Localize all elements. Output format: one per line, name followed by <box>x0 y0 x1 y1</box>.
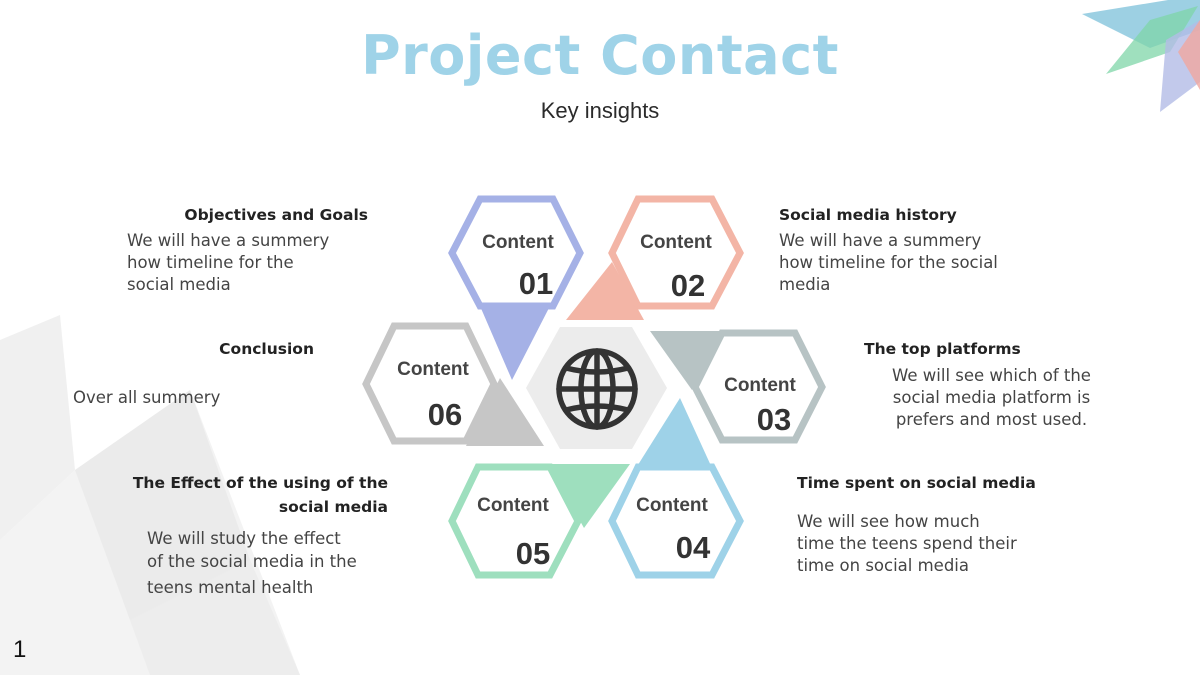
hexagon-04-number: 04 <box>676 530 711 565</box>
hexagon-03-number: 03 <box>757 402 791 437</box>
hexagon-05-label: Content <box>477 495 549 516</box>
page-number: 1 <box>13 636 27 663</box>
hexagon-06-label: Content <box>397 359 469 380</box>
platforms-heading: The top platforms <box>864 340 1021 358</box>
time-heading: Time spent on social media <box>797 474 1036 492</box>
slide-subtitle: Key insights <box>540 98 660 123</box>
effect-heading-block: The Effect of the using of the social me… <box>128 471 388 519</box>
platforms-line-2: social media platform is <box>892 388 1091 407</box>
hexagon-06: Content 06 <box>362 322 544 446</box>
effect-line-2: of the social media in the <box>147 552 357 571</box>
history-heading: Social media history <box>779 206 957 224</box>
effect-line-1: We will study the effect <box>147 529 341 548</box>
effect-line-3: teens mental health <box>147 578 314 597</box>
objectives-line-3: social media <box>127 275 231 294</box>
objectives-heading-block: Objectives and Goals <box>128 203 368 227</box>
effect-heading-line-2: social media <box>278 498 388 516</box>
hexagon-05-number: 05 <box>516 536 550 571</box>
conclusion-line-1: Over all summery <box>73 388 221 407</box>
slide-title: Project Contact <box>361 24 839 87</box>
globe-icon <box>556 348 638 430</box>
hexagon-02: Content 02 <box>566 195 744 320</box>
conclusion-heading-block: Conclusion <box>164 337 314 361</box>
effect-heading-line-1: The Effect of the using of the <box>132 474 388 492</box>
platforms-line-3: prefers and most used. <box>895 410 1088 429</box>
conclusion-body: Over all summery <box>73 387 293 409</box>
hexagon-01-label: Content <box>482 232 554 253</box>
hexagon-01: Content 01 <box>448 195 584 380</box>
objectives-line-2: how timeline for the <box>127 253 294 272</box>
center-hexagon <box>526 327 667 449</box>
hexagon-04: Content 04 <box>608 398 744 579</box>
history-block: Social media history We will have a summ… <box>779 203 1049 296</box>
time-line-1: We will see how much <box>797 512 980 531</box>
conclusion-heading: Conclusion <box>219 340 314 358</box>
hexagon-02-label: Content <box>640 232 712 253</box>
hexagon-06-number: 06 <box>428 397 462 432</box>
hexagon-01-number: 01 <box>519 266 553 301</box>
history-line-3: media <box>779 275 831 294</box>
corner-leaf-decoration <box>1082 0 1200 112</box>
effect-body: We will study the effect of the social m… <box>147 527 407 599</box>
objectives-line-1: We will have a summery <box>127 231 330 250</box>
faint-polygon-decoration <box>0 315 300 675</box>
time-line-2: time the teens spend their <box>797 534 1017 553</box>
hexagon-03-label: Content <box>724 375 796 396</box>
objectives-heading: Objectives and Goals <box>184 206 368 224</box>
platforms-line-1: We will see which of the <box>892 366 1091 385</box>
platforms-heading-block: The top platforms <box>864 337 1064 361</box>
time-block: Time spent on social media We will see h… <box>797 471 1077 577</box>
time-line-3: time on social media <box>797 556 970 575</box>
hexagon-03: Content 03 <box>650 329 826 444</box>
hexagon-02-number: 02 <box>671 268 705 303</box>
history-line-2: how timeline for the social <box>779 253 998 272</box>
history-line-1: We will have a summery <box>779 231 982 250</box>
objectives-body: We will have a summery how timeline for … <box>127 230 387 296</box>
hexagon-04-label: Content <box>636 495 708 516</box>
platforms-body: We will see which of the social media pl… <box>870 365 1113 431</box>
hexagon-05: Content 05 <box>448 463 630 579</box>
